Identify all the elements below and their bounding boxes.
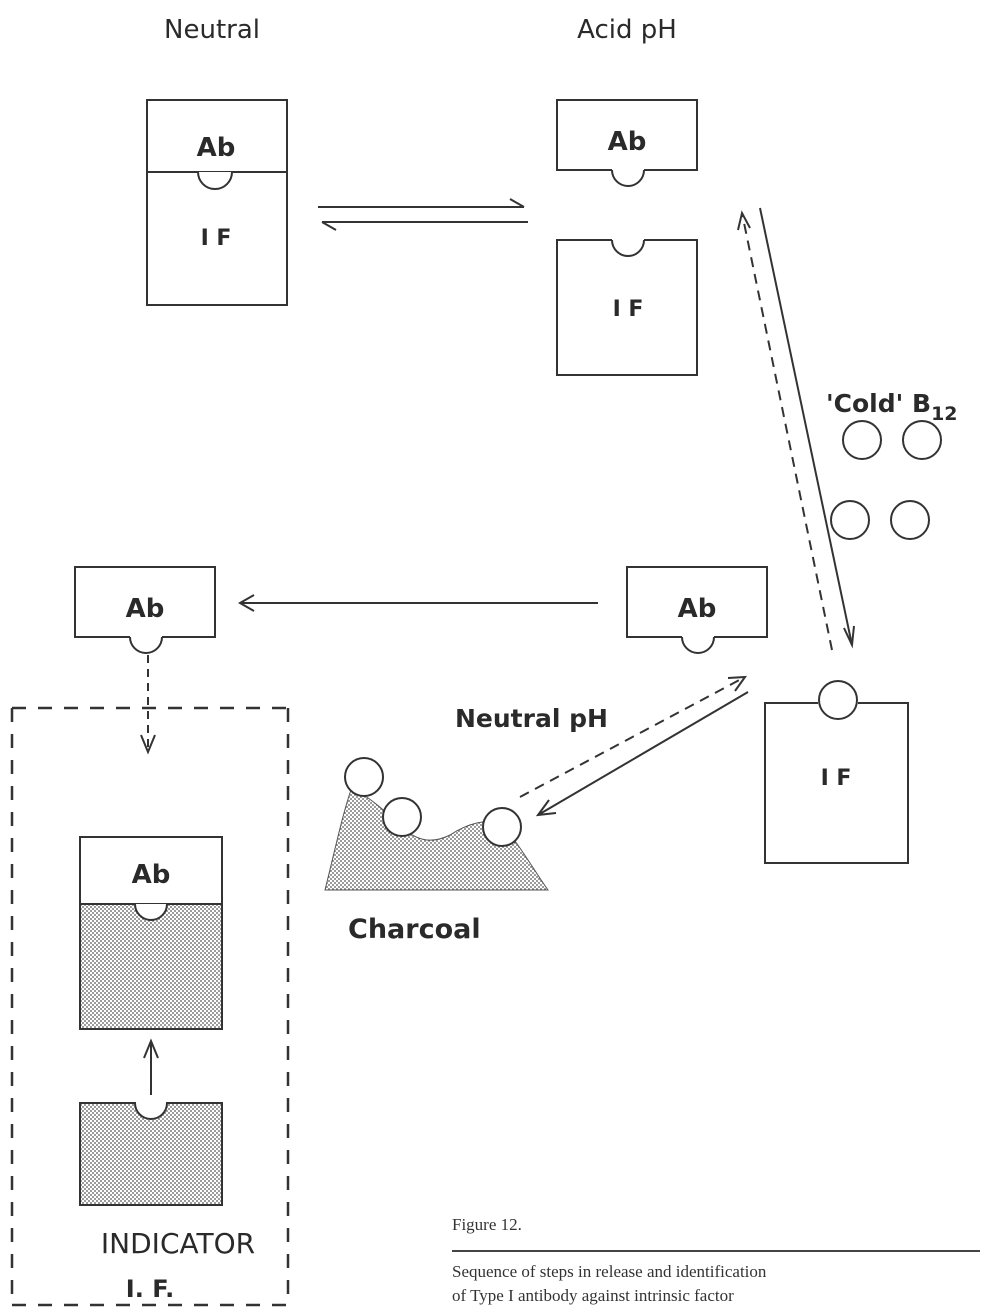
cold-b12-label: 'Cold' B12: [826, 389, 958, 425]
charcoal-exchange-arrows: [520, 677, 748, 815]
charcoal-mound: [325, 758, 548, 890]
figure-title: Figure 12.: [452, 1215, 522, 1235]
charcoal-label: Charcoal: [348, 914, 481, 945]
indicator-free-if: [80, 1103, 222, 1205]
indicator-ab-label: Ab: [132, 860, 171, 890]
equilibrium-arrows: [318, 199, 528, 230]
ab-transfer-arrow: [240, 595, 598, 611]
cold-b12-molecules: [831, 421, 941, 539]
header-neutral: Neutral: [164, 15, 260, 45]
indicator-label-2: I. F.: [126, 1275, 174, 1303]
figure-caption-line-2: of Type I antibody against intrinsic fac…: [452, 1284, 987, 1308]
indicator-label-1: INDICATOR: [101, 1227, 255, 1260]
figure-caption-line-1: Sequence of steps in release and identif…: [452, 1260, 987, 1284]
if-b12-label: I F: [821, 766, 852, 791]
acid-if-label: I F: [613, 297, 644, 322]
neutral-if-label: I F: [201, 226, 232, 251]
acid-ab-label: Ab: [608, 127, 647, 157]
neutral-ph-label: Neutral pH: [455, 704, 608, 733]
caption-rule: [452, 1250, 980, 1252]
ab-to-indicator-arrow: [141, 655, 155, 752]
indicator-up-arrow: [144, 1041, 158, 1095]
header-acid-ph: Acid pH: [577, 15, 677, 45]
neutral-complex: [147, 100, 287, 305]
neutral-ab-label: Ab: [197, 133, 236, 163]
figure-caption: Sequence of steps in release and identif…: [452, 1260, 987, 1308]
b12-binding-arrows: [738, 208, 854, 650]
free-ab-right-label: Ab: [678, 594, 717, 624]
free-ab-left-label: Ab: [126, 594, 165, 624]
